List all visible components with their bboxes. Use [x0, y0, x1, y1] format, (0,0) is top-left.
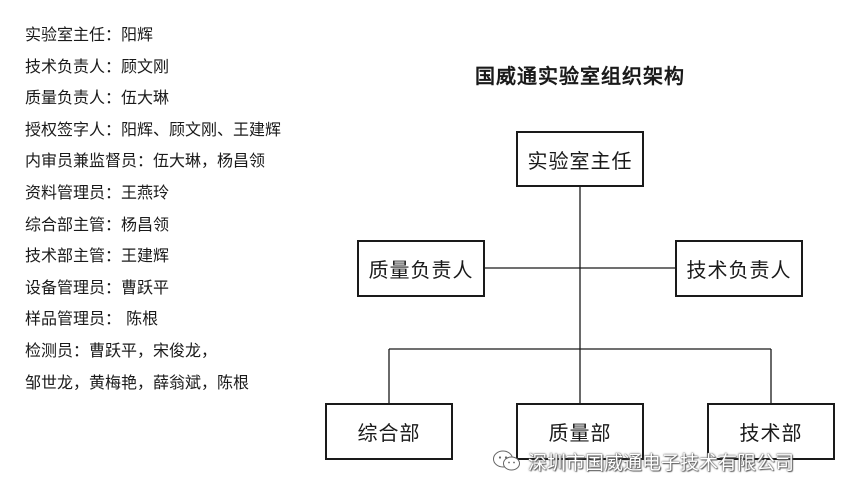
wechat-icon [492, 449, 522, 473]
node-dept-technical: 技术部 [707, 403, 835, 460]
roster-line: 邹世龙，黄梅艳，薛翁斌，陈根 [25, 372, 250, 392]
roster-line: 质量负责人：伍大琳 [25, 88, 170, 108]
roster-line: 技术负责人：顾文刚 [25, 56, 170, 76]
watermark-text: 深圳市国威通电子技术有限公司 [528, 451, 795, 474]
roster-line: 设备管理员：曹跃平 [25, 277, 170, 297]
node-dept-general: 综合部 [325, 403, 453, 460]
roster-line: 授权签字人：阳辉、顾文刚、王建辉 [25, 119, 282, 139]
roster-line: 资料管理员：王燕玲 [25, 182, 170, 202]
org-chart-title: 国威通实验室组织架构 [475, 64, 685, 88]
node-quality-manager: 质量负责人 [357, 240, 485, 297]
roster-line: 检测员：曹跃平，宋俊龙， [25, 340, 218, 360]
node-dept-quality: 质量部 [516, 403, 644, 460]
roster-line: 内审员兼监督员：伍大琳，杨昌领 [25, 151, 266, 171]
roster-line: 技术部主管：王建辉 [25, 246, 170, 266]
watermark: 深圳市国威通电子技术有限公司 [492, 448, 794, 474]
roster-line: 样品管理员： 陈根 [25, 309, 159, 329]
node-technical-manager: 技术负责人 [675, 240, 803, 297]
roster-line: 实验室主任：阳辉 [25, 25, 154, 44]
node-lab-director: 实验室主任 [516, 131, 644, 187]
staff-roster: 实验室主任：阳辉 技术负责人：顾文刚 质量负责人：伍大琳 授权签字人：阳辉、顾文… [25, 19, 281, 398]
roster-line: 综合部主管：杨昌领 [25, 214, 170, 234]
